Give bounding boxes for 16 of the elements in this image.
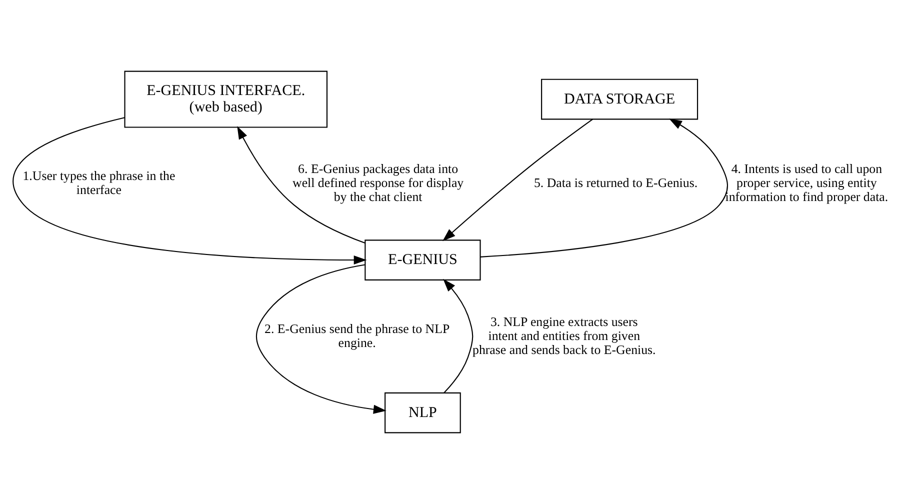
- arrow: [12, 117, 367, 265]
- node-box: E-GENIUS: [364, 240, 481, 280]
- node-box: NLP: [384, 392, 461, 434]
- arrow: [442, 118, 594, 242]
- node-box: E-GENIUS INTERFACE. (web based): [124, 70, 328, 128]
- arrow: [237, 126, 366, 244]
- edge-label: 3. NLP engine extracts users intent and entities from given phrase and sends back to E-Genius.: [472, 314, 656, 357]
- edge-label: 1.User types the phrase in the interface: [22, 169, 176, 198]
- edge-label: 2. E-Genius send the phrase to NLP engine.: [264, 322, 450, 350]
- node-box: DATA STORAGE: [541, 78, 698, 120]
- edge-label: 4. Intents is used to call upon proper service, using entity information to find proper data.: [725, 162, 888, 204]
- edge-label: 6. E-Genius packages data into well defined response for display by the chat client: [292, 162, 464, 204]
- arrow: [443, 278, 474, 394]
- edge-label: 5. Data is returned to E-Genius.: [534, 176, 698, 190]
- arrow: [480, 118, 728, 258]
- arrow: [256, 264, 386, 414]
